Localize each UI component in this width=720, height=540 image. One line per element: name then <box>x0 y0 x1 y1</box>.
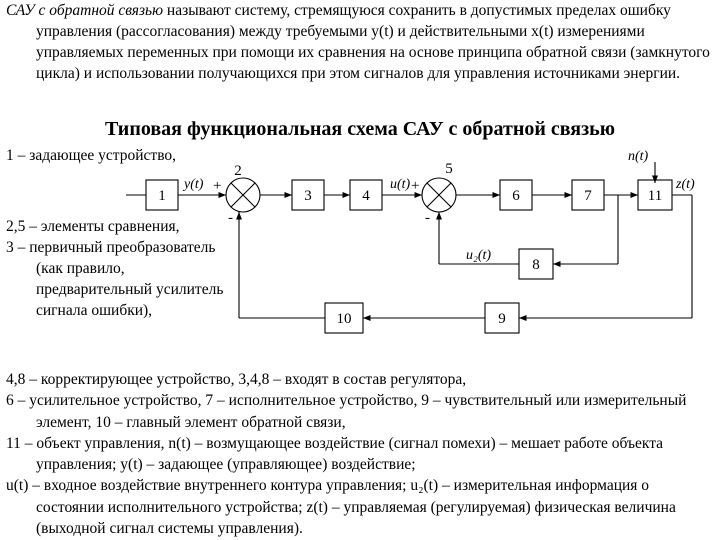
signal-z-label: z(t) <box>675 177 695 192</box>
comparator-5-label: 5 <box>445 161 453 177</box>
intro-term: САУ с обратной связью <box>6 2 164 19</box>
block-7 <box>571 179 605 211</box>
comparator-2-label: 2 <box>234 163 242 179</box>
block-3-label: 3 <box>304 188 312 204</box>
legend-line: 4,8 – корректирующее устройство, 3,4,8 –… <box>6 371 467 388</box>
minus-sign-5: - <box>425 210 430 226</box>
block-1-label: 1 <box>158 188 166 204</box>
block-6 <box>499 179 533 211</box>
block-4 <box>349 179 383 211</box>
legend-item-3: 3 – первичный преобразователь (как прави… <box>6 239 224 319</box>
signal-n-label: n(t) <box>628 149 649 164</box>
block-6-label: 6 <box>512 188 520 204</box>
block-7-label: 7 <box>584 188 592 204</box>
block-9-label: 9 <box>498 311 506 327</box>
block-10-label: 10 <box>337 311 352 327</box>
legend-line: 11 – объект управления, n(t) – возмущающ… <box>6 434 664 474</box>
legend-item-1: 1 – задающее устройство, <box>6 147 177 164</box>
diagram-title: Типовая функциональная схема САУ с обрат… <box>104 118 616 140</box>
block-11 <box>637 179 673 211</box>
intro-paragraph: САУ с обратной связью называют систему, … <box>6 0 712 84</box>
legend-item-2-5: 2,5 – элементы сравнения, <box>6 218 180 235</box>
signal-u2-label: u₂(t) <box>466 248 491 263</box>
block-11-label: 11 <box>648 188 662 204</box>
intro-text: называют систему, стремящуюся сохранить … <box>36 2 710 82</box>
block-4-label: 4 <box>362 188 370 204</box>
block-9 <box>484 302 520 334</box>
block-8-label: 8 <box>532 257 540 273</box>
minus-sign-2: - <box>228 210 233 226</box>
comparator-5 <box>421 177 457 213</box>
block-1 <box>145 179 179 211</box>
signal-u-label: u(t) <box>390 177 411 192</box>
block-10 <box>324 302 364 334</box>
comparator-2 <box>225 177 261 213</box>
legend-line: u(t) – входное воздействие внутреннего к… <box>6 477 676 538</box>
plus-sign-5: + <box>411 178 419 194</box>
block-3 <box>291 179 325 211</box>
legend-bottom: 4,8 – корректирующее устройство, 3,4,8 –… <box>6 369 716 539</box>
plus-sign-2: + <box>213 178 221 194</box>
block-8 <box>518 248 554 280</box>
signal-y-label: y(t) <box>182 177 204 192</box>
legend-line: 6 – усилительное устройство, 7 – исполни… <box>6 392 687 431</box>
